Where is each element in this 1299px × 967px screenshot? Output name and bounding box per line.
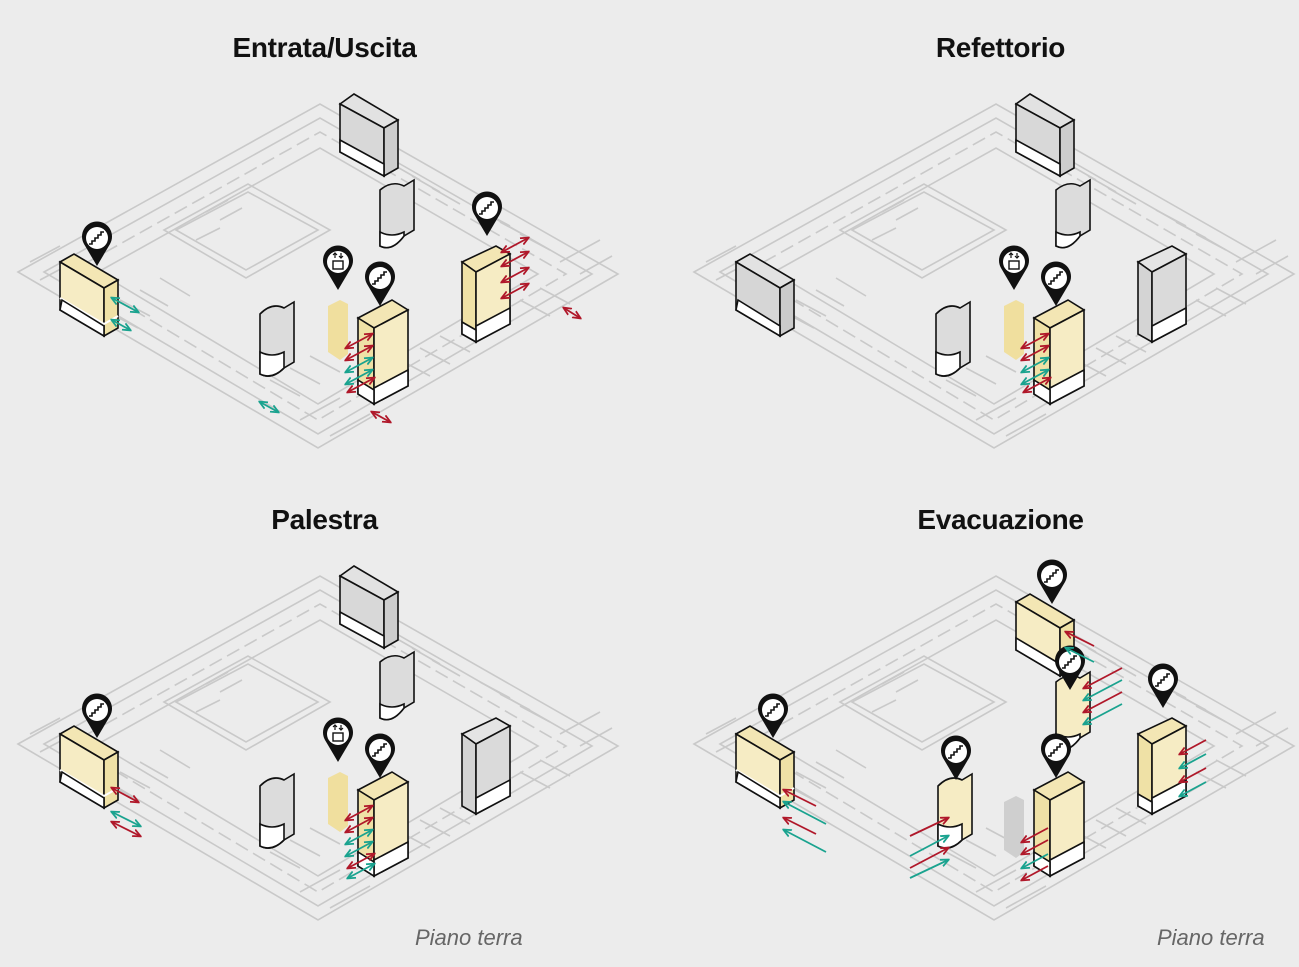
panel-title: Refettorio [935, 32, 1066, 63]
isometric-plan [693, 558, 1295, 921]
panel-refettorio: Refettorio [676, 0, 1299, 483]
isometric-plan [693, 93, 1295, 449]
floor-label: Piano terra [415, 925, 523, 950]
isometric-plan [17, 93, 619, 449]
floor-label: Piano terra [1157, 925, 1265, 950]
panel-title: Evacuazione [917, 504, 1084, 535]
panel-evacuazione: Evacuazione Piano terra [676, 472, 1299, 955]
isometric-plan [17, 565, 619, 921]
panel-title: Palestra [271, 504, 378, 535]
panel-title: Entrata/Uscita [232, 32, 417, 63]
panel-entrata-uscita: Entrata/Uscita [0, 0, 649, 483]
panel-palestra: Palestra Piano terra [0, 472, 649, 955]
